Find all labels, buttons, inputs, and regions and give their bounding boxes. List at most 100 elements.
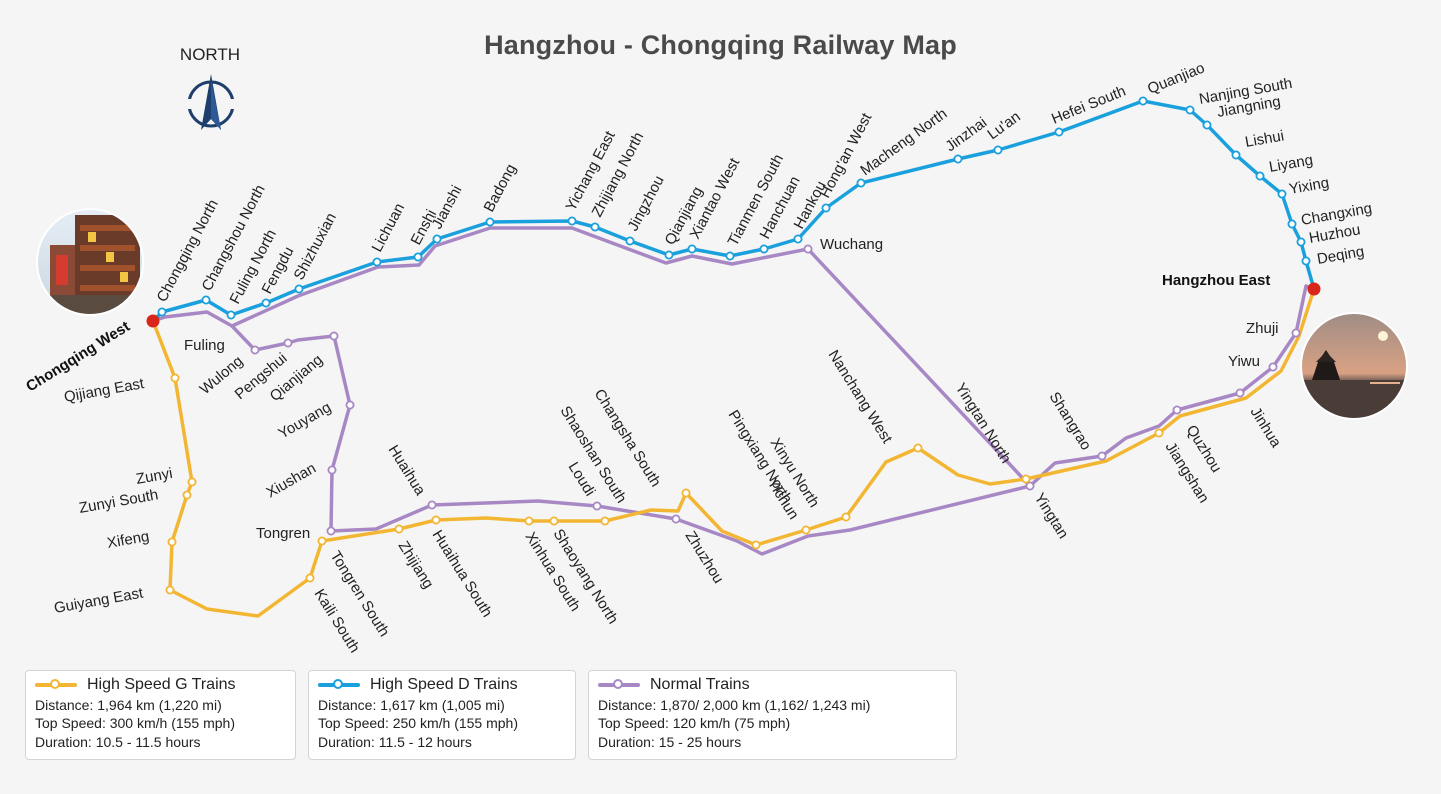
- station-marker-hong-an-west[interactable]: [821, 203, 831, 213]
- station-marker-quanjiao[interactable]: [1138, 96, 1148, 106]
- station-marker-jingzhou[interactable]: [625, 236, 635, 246]
- station-label-shangrao: Shangrao: [1046, 389, 1095, 453]
- station-marker-hanchuan[interactable]: [759, 244, 769, 254]
- station-marker-huaihua[interactable]: [427, 500, 437, 510]
- station-label-xiushan: Xiushan: [264, 460, 319, 502]
- station-marker-pingxiang-north[interactable]: [751, 540, 761, 550]
- station-label-jianshi: Jianshi: [429, 183, 466, 232]
- station-marker-yingtan[interactable]: [1025, 481, 1035, 491]
- legend-g-title: High Speed G Trains: [87, 676, 236, 693]
- station-label-huaihua-south: Huaihua South: [429, 527, 496, 620]
- station-marker-lishui[interactable]: [1231, 150, 1241, 160]
- station-marker-jianshi[interactable]: [432, 234, 442, 244]
- station-marker-nanchang-west[interactable]: [913, 443, 923, 453]
- station-marker-fengdu[interactable]: [261, 298, 271, 308]
- normal-trains-line-icon: [598, 679, 640, 690]
- station-marker-shizhuxian[interactable]: [294, 284, 304, 294]
- station-marker-jinzhai[interactable]: [953, 154, 963, 164]
- station-marker-qianjiang[interactable]: [329, 331, 339, 341]
- station-marker-loudi[interactable]: [592, 501, 602, 511]
- station-marker-chongqing-north[interactable]: [157, 307, 167, 317]
- station-marker-lichuan[interactable]: [372, 257, 382, 267]
- legend-d-distance: Distance: 1,617 km (1,005 mi): [318, 696, 505, 713]
- station-marker-jinhua[interactable]: [1235, 388, 1245, 398]
- chongqing-west-terminal[interactable]: [146, 314, 160, 328]
- station-marker-zunyi[interactable]: [187, 477, 197, 487]
- station-marker-lu-an[interactable]: [993, 145, 1003, 155]
- station-marker-quzhou[interactable]: [1172, 405, 1182, 415]
- station-marker-pengshui[interactable]: [283, 338, 293, 348]
- station-markers: [157, 96, 1311, 595]
- station-marker-shangrao[interactable]: [1097, 451, 1107, 461]
- station-label-zhuji: Zhuji: [1246, 320, 1279, 337]
- station-marker-wuchang[interactable]: [803, 244, 813, 254]
- north-arrow-icon: [186, 74, 236, 130]
- station-marker-jiangshan[interactable]: [1154, 428, 1164, 438]
- station-marker-zhuji[interactable]: [1291, 328, 1301, 338]
- d-trains-line: [151, 99, 1316, 323]
- station-marker-jiangning[interactable]: [1202, 120, 1212, 130]
- station-marker-shaoshan-south[interactable]: [600, 516, 610, 526]
- station-marker-zhijiang-north[interactable]: [590, 222, 600, 232]
- station-marker-changsha-south[interactable]: [681, 488, 691, 498]
- legend-g-distance: Distance: 1,964 km (1,220 mi): [35, 696, 222, 713]
- station-marker-guiyang-east[interactable]: [165, 585, 175, 595]
- d-trains-line-icon: [318, 679, 360, 690]
- station-marker-changshou-north[interactable]: [201, 295, 211, 305]
- station-marker-wulong[interactable]: [250, 345, 260, 355]
- g-trains-line: [151, 288, 1316, 618]
- hangzhou-photo: [1300, 312, 1408, 420]
- station-marker-tongren-south[interactable]: [317, 536, 327, 546]
- station-marker-hefei-south[interactable]: [1054, 127, 1064, 137]
- station-marker-yichun[interactable]: [801, 525, 811, 535]
- hangzhou-east-terminal[interactable]: [1307, 282, 1321, 296]
- station-marker-shaoyang-north[interactable]: [549, 516, 559, 526]
- station-label-youyang: Youyang: [276, 399, 335, 443]
- station-marker-fuling-north[interactable]: [226, 310, 236, 320]
- station-label-tongren: Tongren: [256, 525, 310, 542]
- station-marker-yingtan-north[interactable]: [1021, 474, 1031, 484]
- station-marker-yichang-east[interactable]: [567, 216, 577, 226]
- legend-n-title: Normal Trains: [650, 676, 750, 693]
- normal-trains-line: [152, 226, 1315, 556]
- station-label-qijiang-east: Qijiang East: [63, 375, 146, 406]
- station-marker-changxing[interactable]: [1287, 219, 1297, 229]
- station-marker-kaili-south[interactable]: [305, 573, 315, 583]
- station-marker-xiushan[interactable]: [327, 465, 337, 475]
- station-marker-zunyi-south[interactable]: [182, 490, 192, 500]
- station-marker-qianjiang[interactable]: [664, 250, 674, 260]
- station-marker-macheng-north[interactable]: [856, 178, 866, 188]
- station-marker-yiwu[interactable]: [1268, 362, 1278, 372]
- station-marker-liyang[interactable]: [1255, 171, 1265, 181]
- station-marker-zhuzhou[interactable]: [671, 514, 681, 524]
- station-marker-deqing[interactable]: [1301, 256, 1311, 266]
- station-label-zunyi-south: Zunyi South: [78, 486, 160, 517]
- station-label-lichuan: Lichuan: [369, 201, 409, 255]
- station-marker-qijiang-east[interactable]: [170, 373, 180, 383]
- station-label-yiwu: Yiwu: [1228, 353, 1260, 370]
- station-marker-xiantao-west[interactable]: [687, 244, 697, 254]
- legend-g-trains: High Speed G Trains Distance: 1,964 km (…: [25, 670, 296, 760]
- station-marker-huzhou[interactable]: [1296, 237, 1306, 247]
- station-marker-tianmen-south[interactable]: [725, 251, 735, 261]
- legend-n-speed: Top Speed: 120 km/h (75 mph): [598, 715, 791, 731]
- station-label-zhuzhou: Zhuzhou: [682, 528, 727, 587]
- station-label-guiyang-east: Guiyang East: [53, 584, 145, 617]
- station-label-jingzhou: Jingzhou: [625, 173, 668, 234]
- station-marker-tongren[interactable]: [326, 526, 336, 536]
- station-marker-huaihua-south[interactable]: [431, 515, 441, 525]
- station-marker-hankou[interactable]: [793, 234, 803, 244]
- legend-normal-trains: Normal Trains Distance: 1,870/ 2,000 km …: [588, 670, 957, 760]
- station-marker-xinhua-south[interactable]: [524, 516, 534, 526]
- station-marker-xinyu-north[interactable]: [841, 512, 851, 522]
- station-marker-enshi[interactable]: [413, 252, 423, 262]
- station-marker-badong[interactable]: [485, 217, 495, 227]
- station-marker-zhijiang[interactable]: [394, 524, 404, 534]
- station-label-xifeng: Xifeng: [106, 528, 151, 552]
- station-marker-nanjing-south[interactable]: [1185, 105, 1195, 115]
- station-marker-youyang[interactable]: [345, 400, 355, 410]
- station-marker-xifeng[interactable]: [167, 537, 177, 547]
- station-label-yingtan: Yingtan: [1031, 490, 1072, 542]
- station-marker-yixing[interactable]: [1277, 189, 1287, 199]
- legend-d-trains: High Speed D Trains Distance: 1,617 km (…: [308, 670, 576, 760]
